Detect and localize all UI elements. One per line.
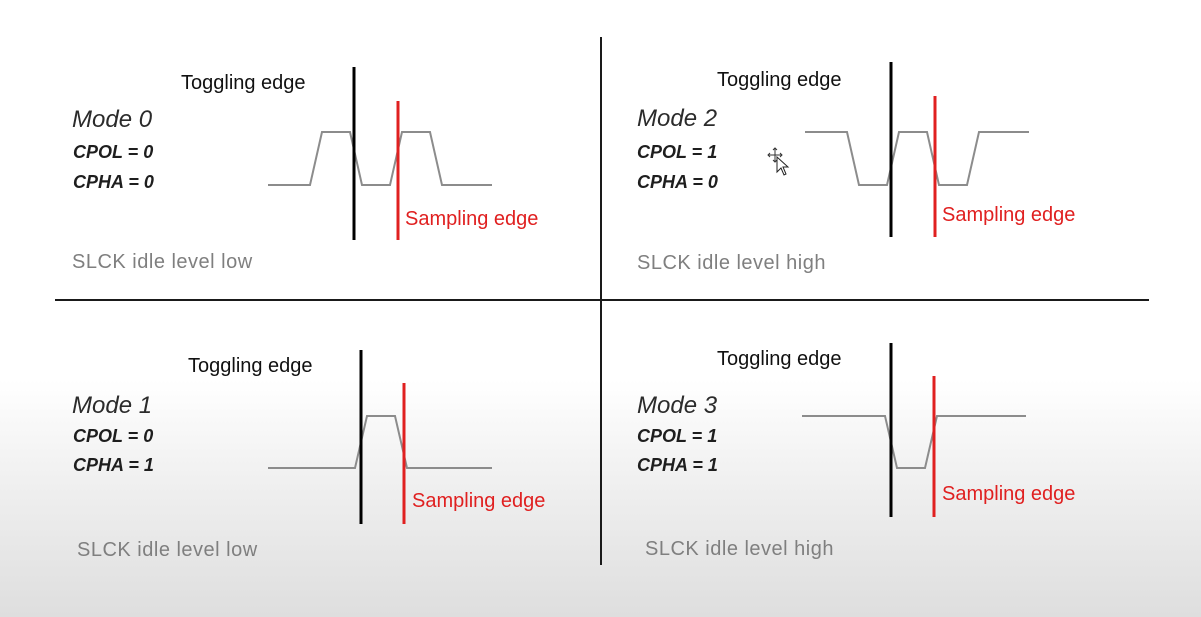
clock-waveform (268, 131, 492, 186)
mode-0-timing-diagram (268, 67, 492, 240)
sampling-edge-label: Sampling edge (942, 483, 1076, 505)
clock-waveform (802, 415, 1026, 469)
cpol-label: CPOL = 1 (637, 426, 718, 446)
sampling-edge-label: Sampling edge (942, 204, 1076, 226)
cpha-label: CPHA = 1 (637, 455, 718, 475)
cpol-label: CPOL = 0 (73, 142, 154, 162)
mode-0-panel: Toggling edge Mode 0 CPOL = 0 CPHA = 0 S… (40, 40, 600, 300)
mode-1-timing-diagram (268, 350, 492, 524)
cpol-label: CPOL = 0 (73, 426, 154, 446)
toggling-edge-label: Toggling edge (181, 72, 306, 94)
idle-level-text: SLCK idle level low (72, 251, 253, 273)
sampling-edge-label: Sampling edge (405, 208, 539, 230)
cpol-label: CPOL = 1 (637, 142, 718, 162)
vertical-divider (600, 37, 602, 565)
sampling-edge-label: Sampling edge (412, 490, 546, 512)
idle-level-text: SLCK idle level high (645, 538, 834, 560)
cpha-label: CPHA = 0 (73, 172, 154, 192)
mode-2-timing-diagram (805, 62, 1029, 237)
horizontal-divider (55, 299, 1149, 301)
clock-waveform (805, 131, 1029, 186)
mode-1-panel: Toggling edge Mode 1 CPOL = 0 CPHA = 1 S… (40, 322, 600, 582)
mouse-cursor-icon (767, 147, 790, 176)
toggling-edge-label: Toggling edge (717, 348, 842, 370)
clock-waveform (268, 415, 492, 469)
cpha-label: CPHA = 1 (73, 455, 154, 475)
idle-level-text: SLCK idle level high (637, 252, 826, 274)
mode-title: Mode 3 (637, 392, 718, 419)
idle-level-text: SLCK idle level low (77, 539, 258, 561)
toggling-edge-label: Toggling edge (188, 355, 313, 377)
toggling-edge-label: Toggling edge (717, 69, 842, 91)
mode-2-panel: Toggling edge Mode 2 CPOL = 1 CPHA = 0 S… (605, 35, 1165, 295)
mode-title: Mode 2 (637, 105, 718, 132)
mode-title: Mode 0 (72, 106, 153, 133)
mode-3-timing-diagram (802, 343, 1026, 517)
cpha-label: CPHA = 0 (637, 172, 718, 192)
mode-3-panel: Toggling edge Mode 3 CPOL = 1 CPHA = 1 S… (605, 315, 1165, 575)
mode-title: Mode 1 (72, 392, 153, 419)
